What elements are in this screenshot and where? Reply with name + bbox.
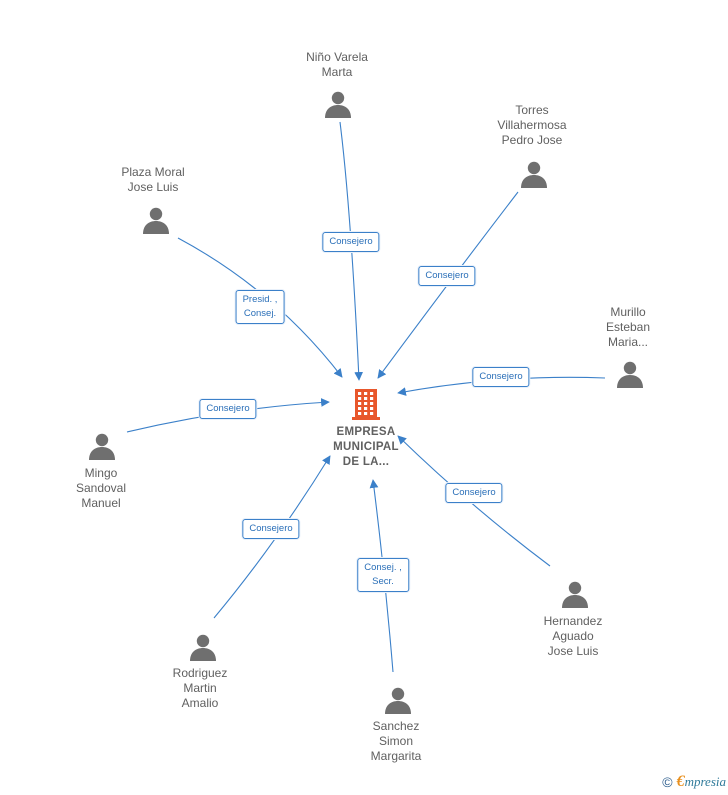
building-icon[interactable] [350, 386, 382, 420]
company-name-line: MUNICIPAL [333, 441, 399, 453]
person-icon[interactable] [87, 431, 117, 461]
person-name-line: Murillo [610, 305, 646, 319]
person-icon[interactable] [323, 89, 353, 119]
empresia-logo: €mpresia [676, 773, 726, 790]
company-name-line: DE LA... [342, 456, 390, 468]
person-icon[interactable] [615, 359, 645, 389]
person-name-line: Manuel [81, 496, 121, 510]
person-icon[interactable] [188, 632, 218, 662]
role-badge-plaza-moral[interactable]: Presid. , Consej. [235, 290, 285, 324]
person-name-line: Mingo [84, 466, 118, 480]
role-badge-torres-villahermosa[interactable]: Consejero [418, 266, 476, 286]
edge-nino-varela-marta [339, 121, 364, 381]
person-icon[interactable] [519, 159, 549, 189]
role-badge-rodriguez-martin[interactable]: Consejero [242, 519, 300, 539]
role-line: Consej. [243, 308, 277, 319]
footer-brand[interactable]: © €mpresia [662, 773, 726, 791]
role-line: Presid. , [242, 294, 278, 305]
person-name-line: Jose Luis [127, 180, 179, 194]
person-icon[interactable] [141, 205, 171, 235]
role-line: Consejero [452, 487, 496, 498]
role-badge-mingo-sandoval[interactable]: Consejero [199, 399, 257, 419]
person-name-line: Villahermosa [497, 118, 567, 132]
person-name-line: Hernandez [543, 614, 603, 628]
edge-rodriguez-martin [213, 455, 331, 619]
role-line: Consejero [329, 236, 373, 247]
person-name-line: Torres [515, 103, 549, 117]
role-badge-nino-varela-marta[interactable]: Consejero [322, 232, 380, 252]
person-name-line: Pedro Jose [501, 133, 563, 147]
person-name-line: Martin [183, 681, 217, 695]
person-name-line: Sanchez [372, 719, 420, 733]
role-line: Secr. [372, 576, 394, 587]
person-name-line: Aguado [552, 629, 594, 643]
company-name[interactable]: EMPRESA MUNICIPAL DE LA... [333, 425, 399, 470]
role-line: Consejero [249, 523, 293, 534]
person-name-line: Rodriguez [172, 666, 228, 680]
edge-hernandez-aguado [397, 435, 551, 567]
person-icon[interactable] [383, 685, 413, 715]
role-line: Consejero [206, 403, 250, 414]
company-name-line: EMPRESA [336, 426, 396, 438]
person-icon[interactable] [560, 579, 590, 609]
person-name-line: Marta [321, 65, 353, 79]
person-name-line: Esteban [605, 320, 651, 334]
person-name-line: Margarita [370, 749, 422, 763]
role-badge-murillo-esteban[interactable]: Consejero [472, 367, 530, 387]
role-line: Consejero [479, 371, 523, 382]
person-name-line: Plaza Moral [121, 165, 185, 179]
person-name-line: Amalio [181, 696, 219, 710]
role-line: Consejero [425, 270, 469, 281]
role-line: Consej. , [364, 562, 402, 573]
person-name-line: Niño Varela [306, 50, 368, 64]
copyright-symbol: © [662, 774, 673, 790]
person-name-line: Maria... [607, 335, 649, 349]
person-name-line: Sandoval [75, 481, 127, 495]
role-badge-hernandez-aguado[interactable]: Consejero [445, 483, 503, 503]
person-name-line: Jose Luis [547, 644, 599, 658]
role-badge-sanchez-simon[interactable]: Consej. , Secr. [357, 558, 409, 592]
person-name-line: Simon [378, 734, 413, 748]
